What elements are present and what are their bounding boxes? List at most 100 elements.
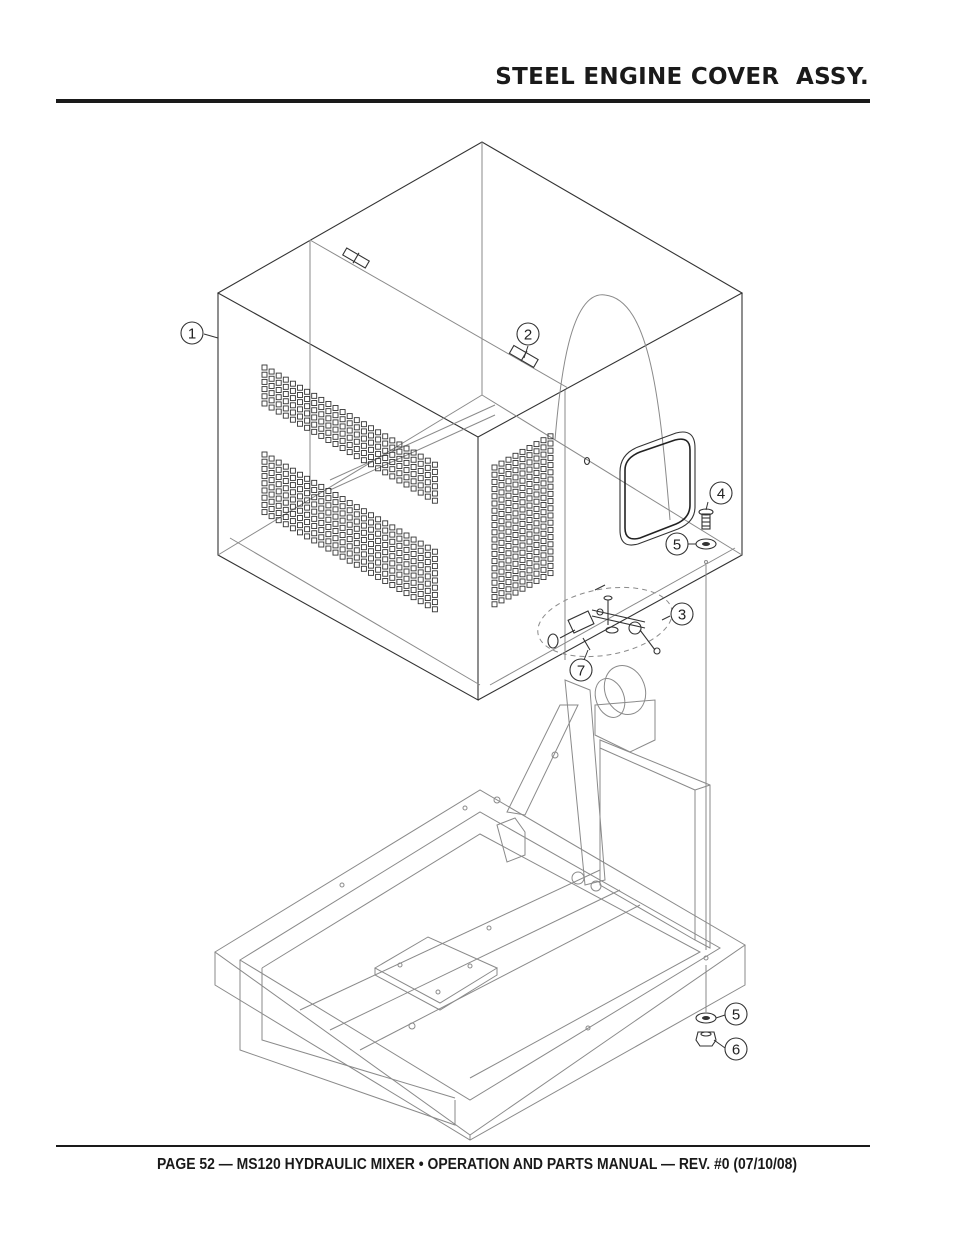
svg-text:3: 3 [678,607,686,624]
vent-slot [505,463,512,470]
vent-slot [282,478,289,484]
vent-slot [389,531,396,538]
callout-1: 1 [180,321,204,345]
vent-slot [512,546,519,553]
vent-slot [403,539,410,546]
vent-slot [282,506,289,513]
vent-slot [289,510,296,517]
vent-slot [403,554,410,561]
vent-slot [368,454,374,460]
svg-text:7: 7 [577,663,585,680]
vent-slot [332,542,339,549]
vent-slot [275,394,282,401]
vent-slot [339,503,346,510]
vent-slot [540,494,547,501]
page-footer: PAGE 52 — MS120 HYDRAULIC MIXER • OPERAT… [156,1156,798,1173]
vent-slot [498,496,505,503]
vent-slot [389,473,396,480]
vent-slot [526,560,533,567]
vent-slot [332,506,339,513]
vent-slot [289,525,296,532]
vent-slot [512,568,519,574]
vent-slot [389,546,396,552]
vent-slot [375,429,382,436]
vent-slot [547,534,554,541]
vent-slot [410,478,417,485]
vent-slot [368,569,374,576]
vent-slot [360,508,367,515]
vent-slot [512,496,519,502]
vent-slot [403,481,410,488]
vent-slot [304,497,311,504]
vent-slot [403,568,410,575]
vent-slot [431,497,438,504]
vent-slot [375,465,382,472]
vent-slot [282,485,289,492]
vent-slot [491,529,498,536]
vent-slot [389,582,396,588]
vent-slot [275,408,282,415]
vent-slot [282,398,289,405]
vent-slot [512,560,519,567]
vent-slot [325,502,332,509]
vent-slot [304,475,311,482]
vent-slot [368,461,374,468]
vent-slot [491,514,498,521]
vent-slot [297,471,303,478]
vent-slot [325,437,332,443]
vent-slot [289,380,296,387]
vent-slot [547,519,554,526]
vent-slot [526,531,533,538]
vent-slot [547,490,554,497]
vent-slot [268,397,275,404]
vent-slot [498,568,505,575]
vent-slot [424,595,431,601]
vent-slot [304,403,311,410]
vent-slot [368,519,374,526]
vent-slot [512,510,519,517]
vent-slot [491,486,498,493]
vent-slot [375,545,382,552]
vent-slot [382,549,389,556]
vent-slot [410,558,417,565]
vent-slot [311,400,318,406]
vent-slot [410,565,417,572]
vent-slot [368,425,374,432]
vent-slot [318,425,325,432]
vent-slot [424,486,431,493]
vent-slot [547,541,554,548]
vent-slot [318,491,325,498]
vent-slot [311,392,318,399]
vent-slot [396,557,403,564]
vent-slot [417,598,424,605]
vent-slot [297,493,303,500]
vent-slot [526,488,533,495]
vent-slot [268,498,275,505]
vent-slot [424,566,431,573]
vent-slot [353,518,360,525]
vent-slot [417,555,424,561]
vent-slot [547,433,554,440]
vent-slot [498,547,505,553]
vent-slot [297,486,303,493]
vent-slot [375,559,382,566]
vent-slot [526,452,533,459]
vent-slot [289,482,296,489]
latch-assembly [537,584,673,658]
vent-slot [382,563,389,570]
vent-slot [424,587,431,594]
vent-slot [268,390,275,397]
vent-slot [332,520,339,527]
vent-slot [403,546,410,553]
vent-slot [318,505,325,512]
vent-slot [304,483,311,489]
vent-slot [505,456,512,463]
vent-slot [268,455,275,462]
vent-slot [498,539,505,546]
vent-slot [526,517,533,523]
vent-slot [417,460,424,467]
vent-slot [505,550,512,557]
vent-slot [491,536,498,543]
vent-slot [325,488,332,494]
vent-slot [275,474,282,480]
